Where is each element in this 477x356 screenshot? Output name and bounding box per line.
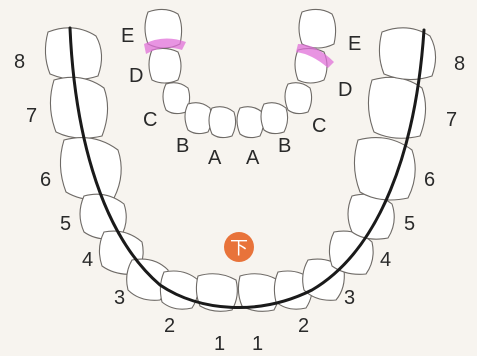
label-primary-A-right: A [246,147,260,169]
label-permanent-5-left: 5 [60,213,71,235]
label-permanent-5-right: 5 [404,213,415,235]
label-primary-D-right: D [338,79,352,101]
label-permanent-7-right: 7 [446,109,457,131]
jaw-badge-label: 下 [230,238,248,259]
label-permanent-8-left: 8 [14,51,25,73]
tooth-primary-E-right [299,9,336,48]
label-permanent-2-left: 2 [164,315,175,337]
tooth-primary-A-right [237,107,264,138]
label-permanent-4-right: 4 [380,249,391,271]
tooth-primary-B-left [185,103,212,134]
label-primary-D-left: D [129,65,143,87]
tooth-primary-A-left [209,107,236,138]
jaw-badge: 下 [224,232,254,262]
label-permanent-2-right: 2 [298,315,309,337]
label-primary-C-right: C [312,115,326,137]
label-primary-A-left: A [208,147,222,169]
label-primary-B-left: B [176,135,189,157]
tooth-permanent-8-right [379,28,435,80]
label-primary-E-right: E [348,33,361,55]
label-permanent-4-left: 4 [82,249,93,271]
label-primary-B-right: B [278,135,291,157]
tooth-primary-D-left [149,48,181,83]
label-permanent-8-right: 8 [454,53,465,75]
tooth-primary-B-right [261,103,288,134]
label-permanent-6-right: 6 [424,169,435,191]
primary-teeth-row [145,9,336,137]
label-primary-C-left: C [143,109,157,131]
label-permanent-6-left: 6 [40,169,51,191]
label-permanent-1-right: 1 [252,333,263,355]
permanent-teeth-row [45,28,435,312]
label-primary-E-left: E [121,25,134,47]
label-permanent-3-left: 3 [114,287,125,309]
tooth-primary-C-right [285,83,312,114]
label-permanent-3-right: 3 [344,287,355,309]
label-permanent-1-left: 1 [214,333,225,355]
label-permanent-7-left: 7 [26,105,37,127]
